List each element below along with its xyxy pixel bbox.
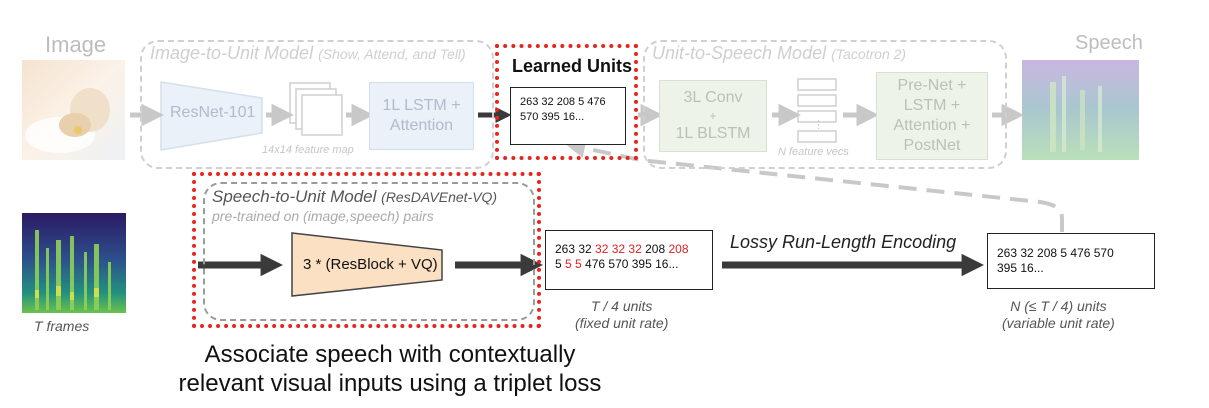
- postnet-line1: Pre-Net +: [897, 77, 967, 94]
- speech-to-unit-subtitle: pre-trained on (image,speech) pairs: [212, 208, 434, 224]
- fixed-units-caption1: T / 4 units: [590, 298, 653, 314]
- rle-label: Lossy Run-Length Encoding: [730, 232, 957, 252]
- feature-vectors-icon: [797, 78, 837, 143]
- feature-map-caption: 14x14 feature map: [262, 144, 354, 156]
- unit-to-speech-paren: (Tacotron 2): [831, 46, 907, 62]
- resnet-label: ResNet-101: [170, 104, 256, 121]
- postnet-line4: PostNet: [903, 137, 961, 154]
- variable-units-caption2: (variable unit rate): [1002, 315, 1115, 331]
- output-speech-spectrogram: [1022, 60, 1139, 160]
- fixed-units-a2: 32 32 32: [595, 242, 642, 256]
- conv-line2: +: [709, 109, 717, 123]
- image-to-unit-group: [140, 40, 494, 169]
- dashed-feedback-arrow: [565, 138, 1064, 232]
- fixed-units-a1: 263 32: [555, 242, 596, 256]
- speech-to-unit-title-text: Speech-to-Unit Model: [212, 187, 377, 206]
- variable-units-line2: 395 16...: [997, 261, 1044, 275]
- fixed-units-caption: T / 4 units (fixed unit rate): [575, 298, 668, 332]
- speech-to-unit-group: [203, 182, 535, 321]
- lstm-attention-box: 1L LSTM + Attention: [369, 82, 474, 150]
- conv-line1: 3L Conv: [683, 89, 743, 106]
- speech-to-unit-highlight: [192, 172, 541, 328]
- image-label: Image: [45, 32, 107, 57]
- annotation-line2: relevant visual inputs using a triplet l…: [178, 370, 602, 397]
- learned-units-line1: 263 32 208 5 476: [520, 96, 606, 108]
- speech-label: Speech: [1075, 32, 1143, 54]
- feature-vecs-dots: ⋮: [813, 119, 824, 131]
- fixed-units-b2: 5 5: [565, 257, 582, 271]
- fixed-units-a3: 208: [641, 242, 669, 256]
- learned-units-box: 263 32 208 5 476 570 395 16...: [510, 87, 626, 145]
- variable-units-caption1: N (≤ T / 4) units: [1010, 298, 1107, 314]
- unit-to-speech-title: Unit-to-Speech Model (Tacotron 2): [652, 43, 906, 64]
- postnet-box: Pre-Net + LSTM + Attention + PostNet: [876, 72, 988, 160]
- variable-units-caption: N (≤ T / 4) units (variable unit rate): [1002, 298, 1115, 332]
- fixed-units-line2: 5 5 5 476 570 395 16...: [555, 257, 703, 272]
- fixed-units-caption2: (fixed unit rate): [575, 315, 669, 331]
- image-to-unit-title: Image-to-Unit Model (Show, Attend, and T…: [150, 43, 466, 64]
- learned-units-highlight: [495, 44, 638, 160]
- variable-units-box: 263 32 208 5 476 570 395 16...: [987, 233, 1155, 289]
- unit-to-speech-title-text: Unit-to-Speech Model: [652, 43, 827, 63]
- lstm-line2: Attention: [389, 117, 454, 134]
- learned-units-title: Learned Units: [512, 56, 633, 76]
- feature-map-icon: [289, 82, 343, 136]
- fixed-units-b3: 476 570 395 16...: [581, 257, 679, 271]
- resnet-trapezoid: [160, 81, 263, 151]
- feature-vecs-caption: N feature vecs: [778, 146, 849, 158]
- image-to-unit-paren: (Show, Attend, and Tell): [318, 46, 466, 62]
- postnet-line3: Attention +: [893, 117, 971, 134]
- fixed-units-line1: 263 32 32 32 32 208 208: [555, 242, 703, 257]
- resblock-vq-label: 3 * (ResBlock + VQ): [303, 256, 438, 273]
- lstm-line1: 1L LSTM +: [382, 97, 461, 114]
- resblock-vq-trapezoid: [291, 232, 443, 297]
- variable-units-line1: 263 32 208 5 476 570: [997, 246, 1114, 260]
- image-to-unit-title-text: Image-to-Unit Model: [150, 43, 314, 63]
- fixed-units-box: 263 32 32 32 32 208 208 5 5 5 476 570 39…: [545, 230, 713, 290]
- learned-units-line2: 570 395 16...: [520, 111, 585, 123]
- conv-line3: 1L BLSTM: [675, 125, 751, 142]
- fixed-units-b1: 5: [555, 257, 566, 271]
- postnet-line2: LSTM +: [903, 97, 961, 114]
- input-speech-spectrogram: [22, 213, 126, 313]
- input-image: [22, 60, 125, 160]
- triplet-loss-annotation: Associate speech with contextually relev…: [110, 340, 670, 398]
- unit-to-speech-group: [643, 40, 1007, 169]
- speech-to-unit-paren: (ResDAVEnet-VQ): [381, 189, 498, 205]
- conv-blstm-box: 3L Conv + 1L BLSTM: [659, 80, 767, 152]
- speech-to-unit-title: Speech-to-Unit Model (ResDAVEnet-VQ): [212, 187, 497, 207]
- fixed-units-a4: 208: [668, 242, 689, 256]
- t-frames-caption: T frames: [34, 318, 90, 334]
- annotation-line1: Associate speech with contextually: [204, 341, 576, 368]
